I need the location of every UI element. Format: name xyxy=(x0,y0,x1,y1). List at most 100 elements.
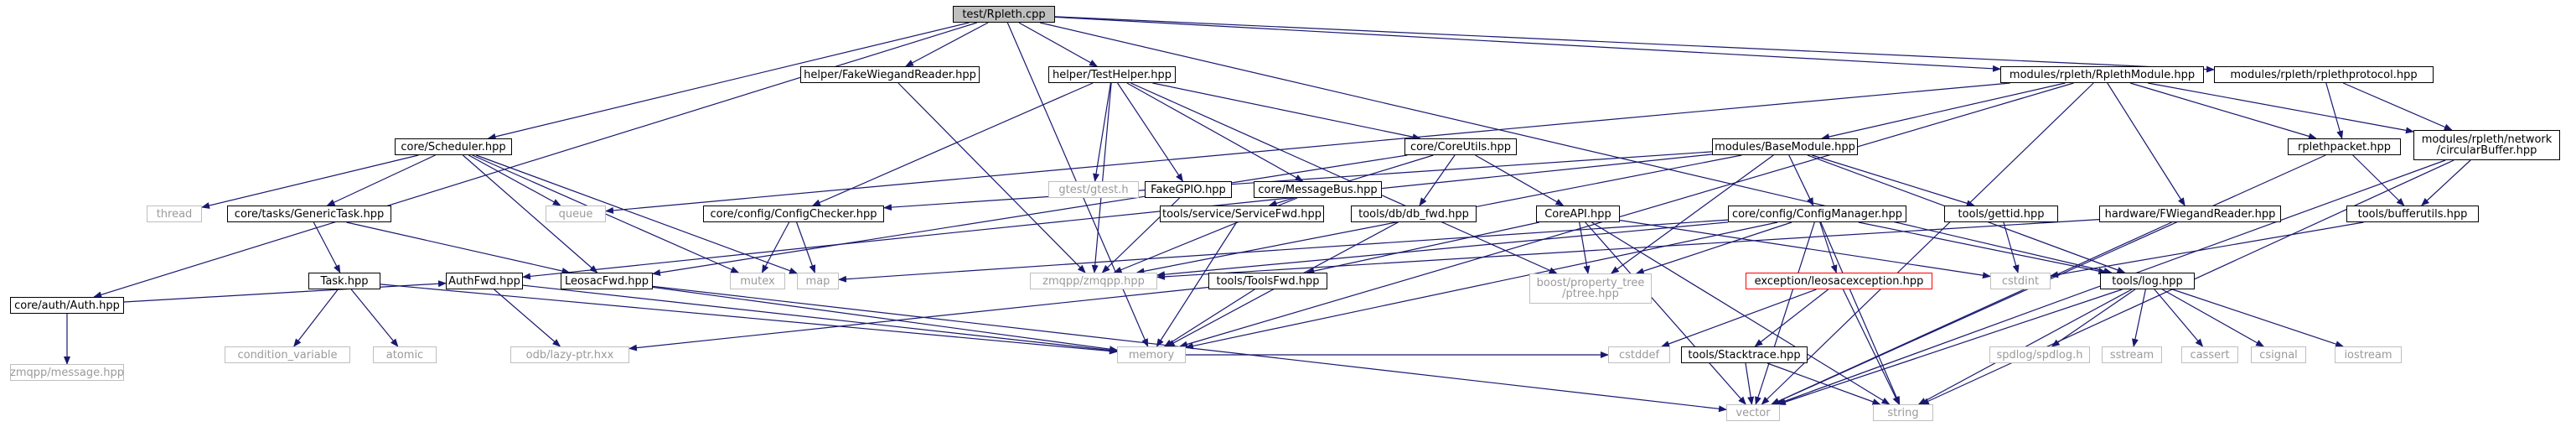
edge-coreapi-to-ptree xyxy=(1579,221,1591,274)
edge-configmanager-to-memory xyxy=(1185,221,1778,350)
node-iostream: iostream xyxy=(2335,346,2402,363)
edge-root-to-fakewiegand xyxy=(905,22,989,67)
edge-testhelper-to-zmqpp xyxy=(1091,82,1112,273)
edge-toolsfwd-to-odb xyxy=(628,286,1209,351)
node-queue: queue xyxy=(546,206,606,222)
node-toolsfwd[interactable]: tools/ToolsFwd.hpp xyxy=(1208,273,1327,289)
node-fakegpio[interactable]: FakeGPIO.hpp xyxy=(1145,181,1232,198)
node-testhelper[interactable]: helper/TestHelper.hpp xyxy=(1048,66,1176,83)
edge-bufferutils-to-cstdint xyxy=(2050,221,2364,278)
edge-rplethmodule-to-vector xyxy=(1761,82,2094,405)
edge-configmanager-to-toolslog xyxy=(1858,221,2108,275)
node-generictask[interactable]: core/tasks/GenericTask.hpp xyxy=(227,206,391,222)
node-gettid[interactable]: tools/gettid.hpp xyxy=(1944,206,2058,222)
edge-rplethmodule-to-hwfwiegand xyxy=(2107,82,2185,206)
edge-rplethmodule-to-circularbuffer xyxy=(2147,82,2414,134)
node-hwfwiegand[interactable]: hardware/FWiegandReader.hpp xyxy=(2099,206,2281,222)
node-configmanager[interactable]: core/config/ConfigManager.hpp xyxy=(1728,206,1906,222)
node-basemodule[interactable]: modules/BaseModule.hpp xyxy=(1712,138,1858,155)
edge-hwfwiegand-to-vector xyxy=(1771,221,2172,405)
edge-leosacexc-to-cstddef xyxy=(1661,289,1817,347)
edge-toolslog-to-csignal xyxy=(2162,289,2265,347)
node-cstddef: cstddef xyxy=(1608,346,1670,363)
edge-leosacexc-to-string xyxy=(1842,289,1900,405)
edge-authfwd-to-odb xyxy=(494,289,561,347)
node-fakewiegand[interactable]: helper/FakeWiegandReader.hpp xyxy=(800,66,980,83)
node-stacktrace[interactable]: tools/Stacktrace.hpp xyxy=(1681,346,1808,363)
edge-root-to-rplethprotocol xyxy=(1054,16,2215,73)
node-ptree: boost/property_tree /ptree.hpp xyxy=(1529,273,1652,304)
edge-basemodule-to-gettid xyxy=(1812,154,1975,207)
node-scheduler[interactable]: core/Scheduler.hpp xyxy=(395,138,512,155)
node-spdlog: spdlog/spdlog.h xyxy=(1989,346,2090,363)
edge-rplethmodule-to-queue xyxy=(605,82,2010,214)
edge-basemodule-to-configchecker xyxy=(883,151,1713,211)
edge-coreapi-to-string xyxy=(1591,221,1891,405)
edge-basemodule-to-authfwd xyxy=(522,154,1713,280)
node-task[interactable]: Task.hpp xyxy=(308,273,380,289)
edge-toolsfwd-to-memory xyxy=(1163,289,1255,347)
edge-toolslog-to-sstream xyxy=(2132,289,2146,347)
node-root[interactable]: test/Rpleth.cpp xyxy=(953,6,1055,23)
edge-gettid-to-cstdint xyxy=(2003,221,2020,273)
edge-testhelper-to-fakegpio xyxy=(1117,82,1183,182)
node-circularbuffer[interactable]: modules/rpleth/network /circularBuffer.h… xyxy=(2413,130,2560,160)
node-odb: odb/lazy-ptr.hxx xyxy=(510,346,629,363)
edge-leosacfwd-to-memory xyxy=(652,286,1118,353)
node-cstdint: cstdint xyxy=(1990,273,2051,289)
edge-coreutils-to-coreapi xyxy=(1475,154,1565,206)
node-zmqppmsg: zmqpp/message.hpp xyxy=(10,364,124,381)
edge-testhelper-to-ptree xyxy=(1130,82,1558,274)
node-condvar: condition_variable xyxy=(225,346,350,363)
node-rplethmodule[interactable]: modules/rpleth/RplethModule.hpp xyxy=(2000,66,2204,83)
edge-generictask-to-leosacfwd xyxy=(346,221,571,274)
node-authfwd[interactable]: AuthFwd.hpp xyxy=(446,273,523,289)
edge-authfwd-to-memory xyxy=(522,284,1118,354)
edge-leosacexc-to-stacktrace xyxy=(1754,289,1829,347)
node-atomic: atomic xyxy=(373,346,437,363)
node-coreauth[interactable]: core/auth/Auth.hpp xyxy=(10,297,124,314)
node-leosacfwd[interactable]: LeosacFwd.hpp xyxy=(561,273,653,289)
edge-toolslog-to-vector xyxy=(1777,289,2123,405)
edge-root-to-coreauth xyxy=(93,22,977,299)
node-coreutils[interactable]: core/CoreUtils.hpp xyxy=(1404,138,1517,155)
edge-configmanager-to-string xyxy=(1820,221,1901,405)
edge-root-to-toolslog xyxy=(1039,22,2113,274)
edge-configmanager-to-map xyxy=(838,219,1729,283)
edge-fakewiegand-to-zmqpp xyxy=(897,82,1086,273)
node-bufferutils[interactable]: tools/bufferutils.hpp xyxy=(2346,206,2479,222)
edge-testhelper-to-configchecker xyxy=(811,82,1094,206)
edge-task-to-memory xyxy=(380,284,1118,355)
node-rplethprotocol[interactable]: modules/rpleth/rplethprotocol.hpp xyxy=(2214,66,2434,83)
edge-servicefwd-to-memory xyxy=(1156,221,1238,347)
node-coreapi[interactable]: CoreAPI.hpp xyxy=(1536,206,1620,222)
edge-toolslog-to-cassert xyxy=(2154,289,2204,347)
node-servicefwd[interactable]: tools/service/ServiceFwd.hpp xyxy=(1160,206,1324,222)
edge-coreapi-to-toolsfwd xyxy=(1306,221,1539,275)
node-dbfwd[interactable]: tools/db/db_fwd.hpp xyxy=(1351,206,1477,222)
edge-coreauth-to-authfwd xyxy=(123,280,447,303)
edge-configmanager-to-zmqpp xyxy=(1156,221,1729,278)
edge-task-to-atomic xyxy=(350,289,399,347)
node-memory: memory xyxy=(1117,346,1186,363)
node-rplethpacket[interactable]: rplethpacket.hpp xyxy=(2288,138,2401,155)
edge-root-to-testhelper xyxy=(1018,22,1098,67)
edge-coreapi-to-vector xyxy=(1585,221,1746,405)
edge-configchecker-to-mutex xyxy=(761,221,790,273)
edge-scheduler-to-thread xyxy=(201,154,419,209)
node-string: string xyxy=(1873,404,1933,421)
node-leosacexc[interactable]: exception/leosacexception.hpp xyxy=(1746,273,1932,289)
node-gtest: gtest/gtest.h xyxy=(1048,181,1139,198)
edge-testhelper-to-gtest xyxy=(1093,82,1111,182)
edge-task-to-condvar xyxy=(293,289,339,347)
node-map: map xyxy=(797,273,839,289)
node-configchecker[interactable]: core/config/ConfigChecker.hpp xyxy=(703,206,884,222)
edge-coreapi-to-cstdint xyxy=(1619,220,1991,279)
node-messagebus[interactable]: core/MessageBus.hpp xyxy=(1254,181,1382,198)
edge-root-to-scheduler xyxy=(487,22,970,140)
edge-configmanager-to-vector xyxy=(1755,221,1815,405)
edge-rplethprotocol-to-rplethpacket xyxy=(2325,82,2344,139)
node-cassert: cassert xyxy=(2181,346,2238,363)
node-toolslog[interactable]: tools/log.hpp xyxy=(2100,273,2195,289)
